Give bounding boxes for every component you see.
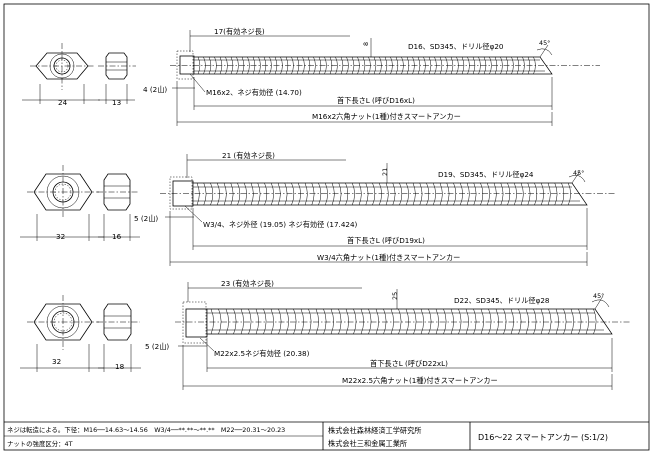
anchor-side-view xyxy=(170,50,600,80)
rib-dim: 8 xyxy=(362,42,370,46)
chamfer-angle: 45° xyxy=(593,292,604,300)
length-label: 首下長さL (呼びD16xL) xyxy=(337,96,415,105)
company-name-2: 株式会社三和金属工業所 xyxy=(328,439,407,448)
nut-dimensions: 32 18 xyxy=(20,344,141,372)
caption: M22x2.5六角ナット(1種)付きスマートアンカー xyxy=(342,376,498,385)
thread-pitch-label: 4 (2山) xyxy=(143,85,167,94)
nut-side-view xyxy=(97,173,139,211)
thread-spec-label: M16x2、ネジ有効径 (14.70) xyxy=(206,88,302,97)
sheet-frame xyxy=(3,3,650,451)
anchor-diagram-d19: 32 16 21 (有効ネジ長) 21 D19、SD345、ドリル径φ24 45… xyxy=(20,151,615,266)
nut-height-dim: 16 xyxy=(112,232,122,241)
length-label: 首下長さL (呼びD19xL) xyxy=(347,236,425,245)
nut-dimensions: 32 16 xyxy=(20,214,140,241)
bar-spec-label: D22、SD345、ドリル径φ28 xyxy=(454,296,550,305)
nut-height-dim: 18 xyxy=(115,362,125,371)
nut-side-view xyxy=(97,303,140,341)
rebar-ribs xyxy=(210,308,597,335)
thread-note: ネジは転造による。下径：M16──14.63～14.56 W3/4──**.**… xyxy=(7,425,285,434)
thread-length-label: 23 (有効ネジ長) xyxy=(221,279,274,288)
title-block: ネジは転造による。下径：M16──14.63～14.56 W3/4──**.**… xyxy=(4,421,649,450)
chamfer-angle: 45° xyxy=(573,169,584,177)
thread-length-label: 17(有効ネジ長) xyxy=(214,27,265,36)
rib-dim: 21 xyxy=(381,168,389,176)
chamfer-angle: 45° xyxy=(539,39,550,47)
bar-spec-label: D19、SD345、ドリル径φ24 xyxy=(438,170,534,179)
nut-height-dim: 13 xyxy=(112,98,121,107)
length-label: 首下長さL (呼びD22xL) xyxy=(370,359,448,368)
rib-dim: 25 xyxy=(391,292,399,300)
nut-strength-note: ナットの強度区分：4T xyxy=(7,439,73,448)
nut-dimensions: 24 13 xyxy=(22,84,135,107)
rebar-ribs xyxy=(196,182,571,206)
hex-nut-top-view xyxy=(30,43,95,90)
thread-pitch-label: 5 (2山) xyxy=(145,342,169,351)
head-width-dim: 24 xyxy=(58,98,68,107)
company-name-1: 株式会社森林経済工学研究所 xyxy=(328,426,421,435)
head-width-dim: 32 xyxy=(56,232,65,241)
anchor-diagram-d22: 32 18 23 (有効ネジ長) 25 D22、SD345、ドリル径φ28 45… xyxy=(20,279,630,390)
thread-pitch-label: 5 (2山) xyxy=(134,214,158,223)
anchor-diagram-d16: 24 13 17(有効ネジ長) 8 D16、SD345、ドリル径φ20 45° … xyxy=(22,27,600,126)
thread-length-label: 21 (有効ネジ長) xyxy=(222,151,275,160)
thread-spec-label: M22x2.5ネジ有効径 (20.38) xyxy=(214,349,310,358)
hex-nut-top-view xyxy=(27,165,99,218)
anchor-side-view xyxy=(160,176,615,210)
thread-spec-label: W3/4、ネジ外径 (19.05) ネジ有効径 (17.424) xyxy=(203,220,358,229)
drawing-title: D16～22 スマートアンカー (S:1/2) xyxy=(478,433,608,442)
bar-spec-label: D16、SD345、ドリル径φ20 xyxy=(408,42,504,51)
nut-side-view xyxy=(98,52,136,80)
caption: W3/4六角ナット(1種)付きスマートアンカー xyxy=(317,253,460,262)
hex-nut-top-view xyxy=(27,295,99,350)
anchor-side-view xyxy=(175,301,630,344)
head-width-dim: 32 xyxy=(52,357,61,366)
caption: M16x2六角ナット(1種)付きスマートアンカー xyxy=(312,112,461,121)
